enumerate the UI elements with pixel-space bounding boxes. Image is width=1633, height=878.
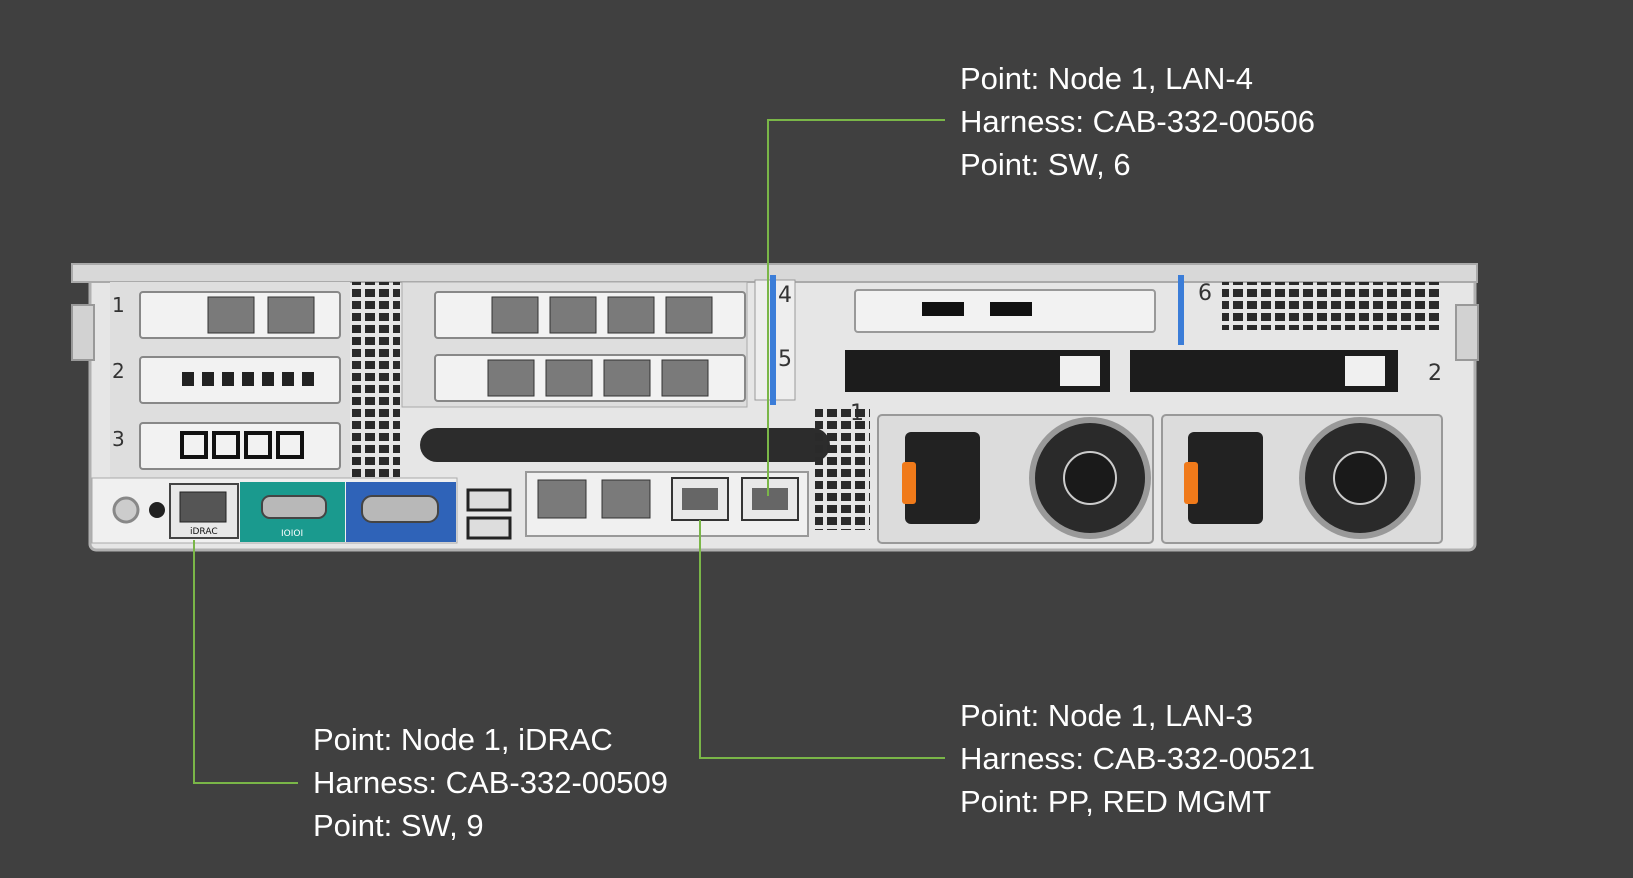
sfp-cage-icon: [549, 296, 597, 334]
rack-ear-left: [71, 304, 95, 361]
blue-latch: [770, 275, 776, 405]
psu-handle: [902, 462, 916, 504]
slot-label-6: 6: [1198, 281, 1212, 306]
riser-1-slots: 1 2 3: [110, 282, 350, 482]
sfp-cage-icon: [487, 359, 535, 397]
slot-label-4: 4: [778, 283, 792, 308]
sfp-cage-icon: [545, 359, 593, 397]
callout-lan4-point: Point: Node 1, LAN-4: [960, 61, 1253, 96]
sfp-cage-icon: [661, 359, 709, 397]
vent-grid: [352, 282, 400, 477]
sfp-cage-icon: [207, 296, 255, 334]
callout-lan3: Point: Node 1, LAN-3 Harness: CAB-332-00…: [960, 694, 1315, 823]
leader-line-lan3: [699, 520, 945, 759]
power-supply-1: [877, 414, 1154, 544]
riser-2-slots: [401, 281, 748, 408]
psu-label-2: 2: [1428, 361, 1442, 386]
sfp-cage-icon: [665, 296, 713, 334]
slot-label-2: 2: [112, 359, 125, 383]
callout-idrac: Point: Node 1, iDRAC Harness: CAB-332-00…: [313, 718, 668, 847]
callout-lan4: Point: Node 1, LAN-4 Harness: CAB-332-00…: [960, 57, 1315, 186]
usb-port: [466, 516, 512, 540]
chassis-handle: [420, 428, 830, 462]
sfp-cage-icon: [603, 359, 651, 397]
idrac-port-label: iDRAC: [190, 527, 218, 537]
sfp-cage-icon: [267, 296, 315, 334]
blank-tab: [922, 302, 964, 316]
sfp-cage-icon: [491, 296, 539, 334]
usb-port: [466, 488, 512, 512]
drive-release-blank: [1060, 356, 1100, 386]
leader-line-idrac: [193, 540, 298, 784]
status-led-icon: [149, 502, 165, 518]
idrac-port: iDRAC: [169, 483, 239, 539]
drive-release-blank: [1345, 356, 1385, 386]
slot-2-ports: [182, 372, 314, 386]
power-supply-2: [1161, 414, 1443, 544]
vent-grid: [1222, 282, 1442, 330]
callout-idrac-harness: Harness: CAB-332-00509: [313, 765, 668, 800]
slot-label-3: 3: [112, 427, 125, 451]
power-inlet-icon: [905, 432, 980, 524]
sfp-cage-icon: [537, 479, 587, 519]
slot-label-5: 5: [778, 347, 792, 372]
sfp-cage-icon: [607, 296, 655, 334]
blue-latch: [1178, 275, 1184, 345]
slot-3-ports: [180, 431, 304, 459]
callout-lan4-harness: Harness: CAB-332-00506: [960, 104, 1315, 139]
slot-label-1: 1: [112, 293, 125, 317]
psu-handle: [1184, 462, 1198, 504]
callout-lan3-point: Point: Node 1, LAN-3: [960, 698, 1253, 733]
callout-idrac-destination: Point: SW, 9: [313, 808, 484, 843]
blank-tab: [990, 302, 1032, 316]
slot-2-card: [139, 356, 341, 404]
callout-idrac-point: Point: Node 1, iDRAC: [313, 722, 613, 757]
vga-port: [346, 482, 456, 542]
leader-line-lan4: [767, 119, 945, 496]
network-daughter-card: [525, 471, 809, 537]
callout-lan3-destination: Point: PP, RED MGMT: [960, 784, 1272, 819]
power-inlet-icon: [1188, 432, 1263, 524]
callout-lan4-destination: Point: SW, 6: [960, 147, 1131, 182]
vent-grid: [815, 405, 870, 530]
serial-port-label: IOIOI: [281, 529, 303, 539]
callout-lan3-harness: Harness: CAB-332-00521: [960, 741, 1315, 776]
id-button-icon: [112, 496, 140, 524]
rack-ear-right: [1455, 304, 1479, 361]
serial-port: IOIOI: [240, 482, 345, 542]
sfp-cage-icon: [601, 479, 651, 519]
